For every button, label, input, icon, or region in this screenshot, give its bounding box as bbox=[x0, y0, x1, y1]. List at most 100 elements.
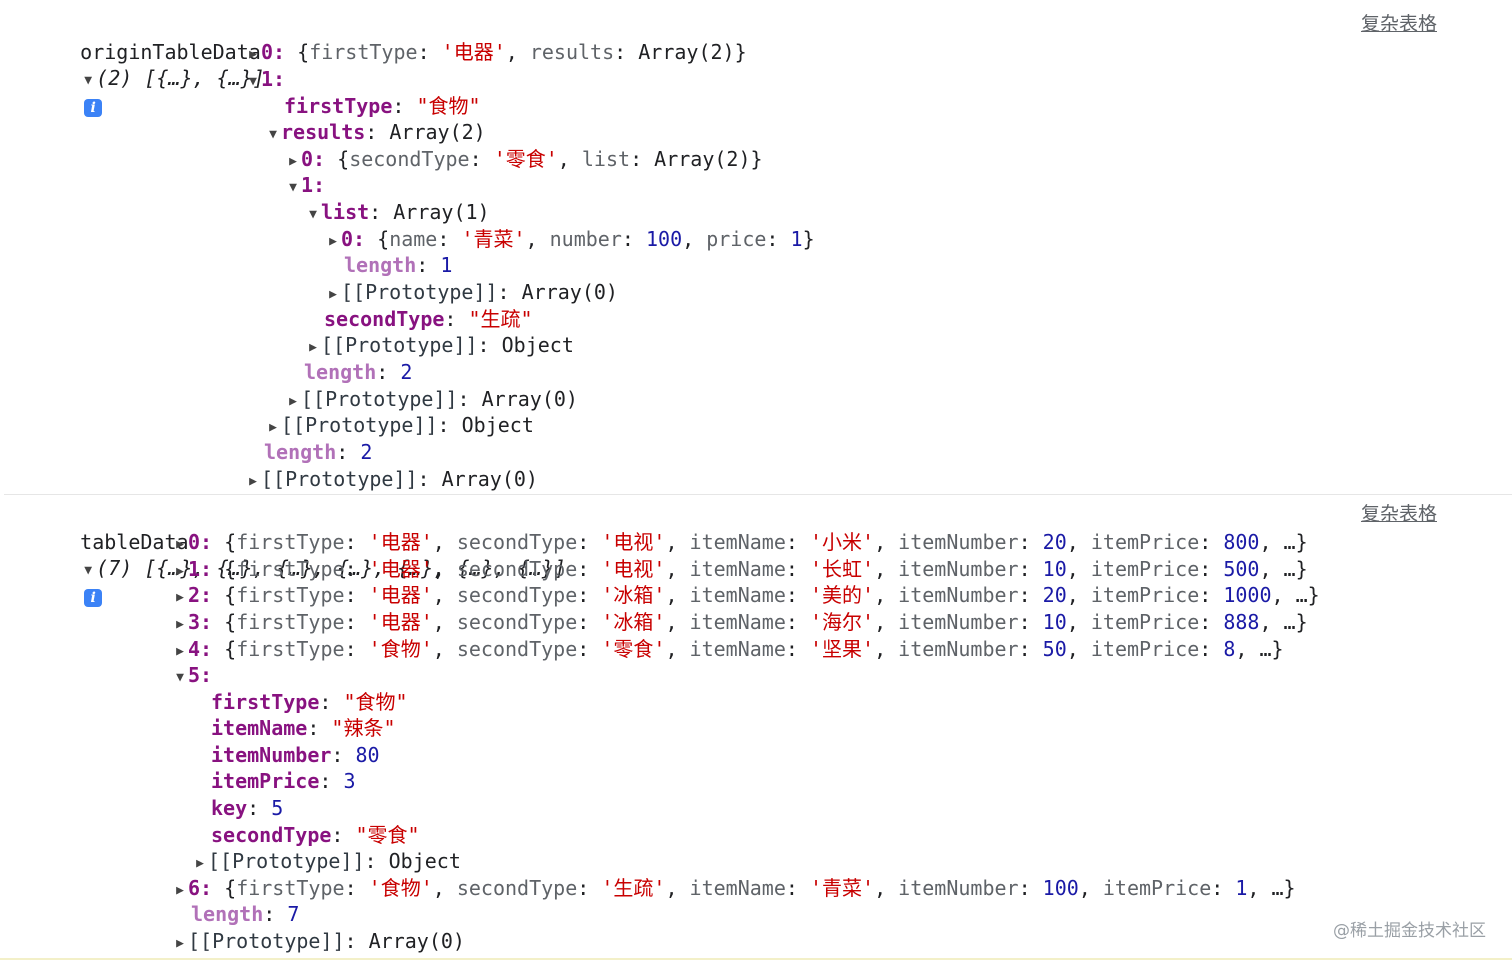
table-row[interactable]: ▶6: {firstType: '食物', secondType: '生疏', … bbox=[172, 875, 1296, 901]
expand-triangle-icon[interactable]: ▶ bbox=[176, 590, 184, 605]
prop-key: firstType bbox=[236, 610, 345, 634]
source-link[interactable]: 复杂表格 bbox=[1360, 13, 1437, 35]
second-type-row: secondType: "生疏" bbox=[324, 307, 533, 331]
expand-triangle-icon[interactable]: ▶ bbox=[289, 154, 297, 169]
index-label: 3 bbox=[188, 610, 201, 634]
number-value: 1 bbox=[790, 227, 803, 251]
table-row[interactable]: ▶4: {firstType: '食物', secondType: '零食', … bbox=[172, 636, 1283, 662]
prop-key: itemNumber bbox=[898, 637, 1019, 661]
prop-key: results bbox=[529, 40, 615, 64]
index-label: 0 bbox=[188, 530, 201, 554]
info-icon[interactable]: i bbox=[84, 589, 103, 607]
table-row[interactable]: ▶3: {firstType: '电器', secondType: '冰箱', … bbox=[172, 609, 1308, 635]
list-prototype-row[interactable]: ▶[[Prototype]]: Array(0) bbox=[325, 279, 618, 305]
expand-triangle-icon[interactable]: ▶ bbox=[176, 936, 184, 951]
prototype-key: [[Prototype]] bbox=[261, 467, 418, 491]
table-prototype-row[interactable]: ▶[[Prototype]]: Array(0) bbox=[172, 928, 465, 954]
number-value: 7 bbox=[287, 902, 300, 926]
index-label: 0 bbox=[261, 40, 274, 64]
prop-key: secondType bbox=[211, 823, 332, 847]
source-link[interactable]: 复杂表格 bbox=[1360, 503, 1437, 525]
expand-triangle-icon[interactable]: ▶ bbox=[249, 47, 257, 62]
string-value: '电视' bbox=[601, 557, 666, 581]
prototype-key: [[Prototype]] bbox=[208, 849, 365, 873]
prop-key: secondType bbox=[456, 530, 578, 554]
expand-triangle-icon[interactable]: ▶ bbox=[196, 856, 204, 871]
expand-triangle-icon[interactable]: ▶ bbox=[309, 340, 317, 355]
prop-key: itemPrice bbox=[1090, 610, 1200, 634]
item5-prototype-row[interactable]: ▶[[Prototype]]: Object bbox=[192, 848, 461, 874]
collapse-triangle-icon[interactable]: ▼ bbox=[249, 74, 257, 89]
results-item-1-prototype-row[interactable]: ▶[[Prototype]]: Object bbox=[305, 332, 574, 358]
number-value: 888 bbox=[1223, 610, 1260, 634]
number-value: 500 bbox=[1223, 557, 1260, 581]
number-value: 20 bbox=[1042, 583, 1067, 607]
collapse-triangle-icon[interactable]: ▼ bbox=[289, 180, 297, 195]
prototype-key: [[Prototype]] bbox=[188, 929, 345, 953]
expand-triangle-icon[interactable]: ▶ bbox=[176, 883, 184, 898]
results-item-0[interactable]: ▶0: {secondType: '零食', list: Array(2)} bbox=[285, 146, 762, 172]
prop-key: key bbox=[211, 796, 248, 820]
origin-prototype-row[interactable]: ▶[[Prototype]]: Array(0) bbox=[245, 466, 538, 492]
string-value: '电器' bbox=[441, 40, 506, 64]
item5-key: key: 5 bbox=[211, 796, 284, 820]
origin-header-row[interactable]: originTableData ▼(2) [{…}, {…}] i bbox=[32, 13, 265, 117]
array-summary: (2) [{…}, {…}] bbox=[96, 66, 265, 90]
table-header-row[interactable]: tableData ▼(7) [{…}, {…}, {…}, {…}, {…},… bbox=[32, 503, 566, 607]
origin-item-1[interactable]: ▼1: bbox=[245, 66, 285, 92]
string-value: '电器' bbox=[368, 610, 433, 634]
item-1-prototype-row[interactable]: ▶[[Prototype]]: Object bbox=[265, 412, 534, 438]
table-item-5[interactable]: ▼5: bbox=[172, 662, 212, 688]
results-item-1[interactable]: ▼1: bbox=[285, 172, 325, 198]
results-length-row: length: 2 bbox=[304, 360, 413, 384]
table-row[interactable]: ▶1: {firstType: '电器', secondType: '电视', … bbox=[172, 556, 1308, 582]
prototype-key: [[Prototype]] bbox=[301, 387, 458, 411]
origin-item-0[interactable]: ▶0: {firstType: '电器', results: Array(2)} bbox=[245, 39, 747, 65]
prop-key: itemPrice bbox=[1090, 583, 1200, 607]
prop-key: price bbox=[706, 227, 767, 251]
prop-key: results bbox=[281, 120, 366, 144]
bottom-border bbox=[0, 958, 1512, 960]
number-value: 1 bbox=[440, 253, 453, 277]
string-value: '冰箱' bbox=[601, 610, 666, 634]
prototype-key: [[Prototype]] bbox=[321, 333, 478, 357]
prop-key: itemNumber bbox=[211, 743, 332, 767]
variable-name: tableData bbox=[80, 530, 189, 554]
array-value: Array(2) bbox=[654, 147, 751, 171]
expand-triangle-icon[interactable]: ▶ bbox=[329, 287, 337, 302]
expand-triangle-icon[interactable]: ▶ bbox=[329, 234, 337, 249]
collapse-triangle-icon[interactable]: ▼ bbox=[84, 73, 93, 88]
prototype-value: Object bbox=[388, 849, 461, 873]
prop-key: secondType bbox=[456, 637, 578, 661]
expand-triangle-icon[interactable]: ▶ bbox=[176, 537, 184, 552]
prop-key: secondType bbox=[456, 583, 578, 607]
prop-key: firstType bbox=[309, 40, 418, 64]
prop-key: firstType bbox=[236, 876, 345, 900]
results-row[interactable]: ▼results: Array(2) bbox=[265, 119, 486, 145]
prop-key: firstType bbox=[236, 637, 345, 661]
collapse-triangle-icon[interactable]: ▼ bbox=[176, 670, 184, 685]
list-item-0[interactable]: ▶0: {name: '青菜', number: 100, price: 1} bbox=[325, 226, 815, 252]
prop-key: list bbox=[321, 200, 370, 224]
expand-triangle-icon[interactable]: ▶ bbox=[269, 420, 277, 435]
info-icon[interactable]: i bbox=[84, 99, 103, 117]
expand-triangle-icon[interactable]: ▶ bbox=[176, 617, 184, 632]
list-row[interactable]: ▼list: Array(1) bbox=[305, 199, 490, 225]
number-value: 80 bbox=[355, 743, 380, 767]
expand-triangle-icon[interactable]: ▶ bbox=[176, 644, 184, 659]
expand-triangle-icon[interactable]: ▶ bbox=[249, 474, 257, 489]
expand-triangle-icon[interactable]: ▶ bbox=[289, 394, 297, 409]
index-label: 6 bbox=[188, 876, 201, 900]
expand-triangle-icon[interactable]: ▶ bbox=[176, 564, 184, 579]
prop-key: itemPrice bbox=[1090, 557, 1200, 581]
string-value: '冰箱' bbox=[601, 583, 666, 607]
results-prototype-row[interactable]: ▶[[Prototype]]: Array(0) bbox=[285, 386, 578, 412]
prop-key: itemName bbox=[689, 610, 786, 634]
collapse-triangle-icon[interactable]: ▼ bbox=[84, 563, 93, 578]
collapse-triangle-icon[interactable]: ▼ bbox=[269, 127, 277, 142]
prototype-value: Array(0) bbox=[441, 467, 538, 491]
table-row[interactable]: ▶2: {firstType: '电器', secondType: '冰箱', … bbox=[172, 582, 1320, 608]
collapse-triangle-icon[interactable]: ▼ bbox=[309, 207, 317, 222]
item5-second-type: secondType: "零食" bbox=[211, 823, 420, 847]
table-row[interactable]: ▶0: {firstType: '电器', secondType: '电视', … bbox=[172, 529, 1308, 555]
